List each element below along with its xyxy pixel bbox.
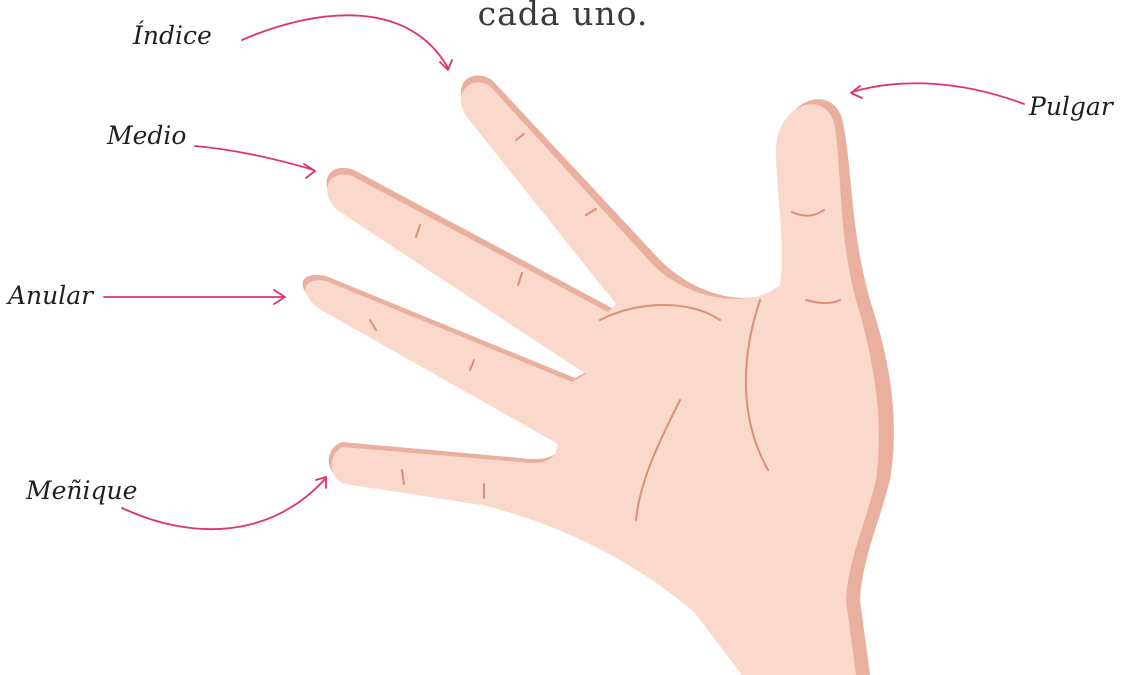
label-menique: Meñique: [26, 476, 137, 505]
label-pulgar: Pulgar: [1029, 92, 1113, 121]
hand-skin: [306, 82, 879, 675]
arrow-anular: [104, 290, 285, 304]
arrow-pulgar: [851, 83, 1024, 104]
label-medio: Medio: [107, 121, 186, 150]
arrow-medio: [195, 146, 315, 178]
arrow-menique: [122, 477, 326, 529]
arrow-indice: [242, 15, 452, 70]
hand-shape: [303, 75, 894, 675]
label-anular: Anular: [8, 281, 93, 310]
label-indice: Índice: [133, 21, 212, 50]
